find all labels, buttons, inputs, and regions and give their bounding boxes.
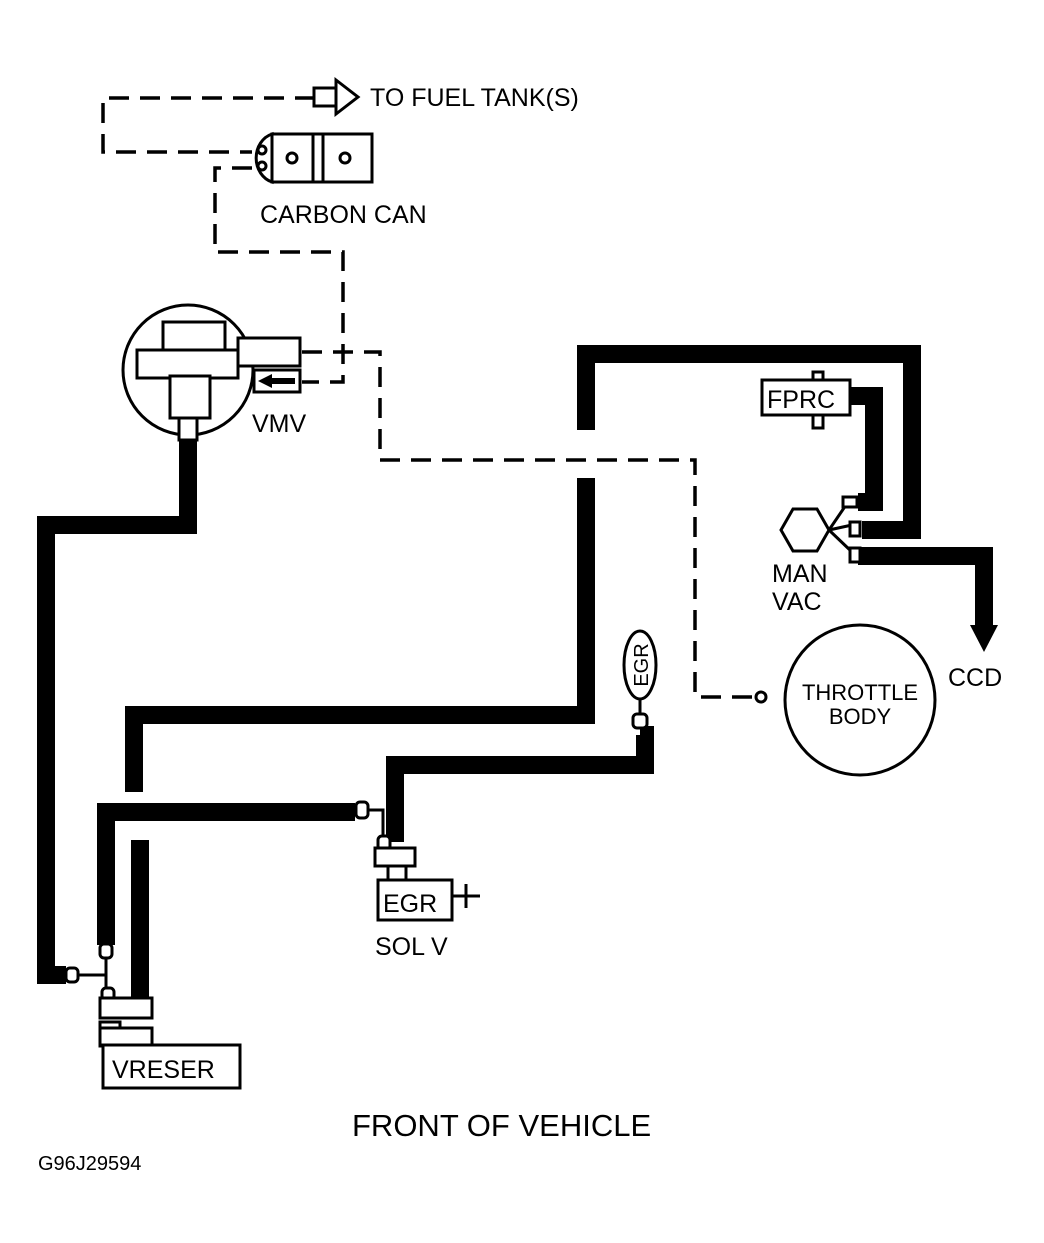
throttle-body — [754, 623, 937, 777]
sol-v-label: SOL V — [375, 933, 448, 961]
vapor-lines — [101, 96, 755, 699]
vacuum-hoses — [37, 345, 998, 1000]
vmv-label: VMV — [252, 410, 307, 438]
man-vac-label-line1: MAN — [772, 560, 828, 588]
throttle-label-line2: BODY — [829, 704, 892, 729]
throttle-label-line1: THROTTLE — [802, 680, 918, 705]
egr-valve-label: EGR — [631, 643, 653, 686]
vreser-label: VRESER — [112, 1056, 215, 1084]
figure-id: G96J29594 — [38, 1153, 141, 1175]
front-of-vehicle-label: FRONT OF VEHICLE — [352, 1108, 651, 1143]
man-vac-label-line2: VAC — [772, 588, 822, 616]
ccd-label: CCD — [948, 664, 1002, 692]
egr-solenoid — [354, 800, 480, 922]
carbon-canister — [254, 131, 374, 185]
ccd-arrow-icon — [970, 625, 998, 652]
fprc-label: FPRC — [767, 386, 835, 414]
fuel-tank-arrow-icon — [312, 76, 361, 118]
fprc-component — [760, 370, 852, 430]
manifold-vacuum — [779, 495, 862, 564]
fuel-tank-label: TO FUEL TANK(S) — [370, 84, 579, 112]
vacuum-reservoir — [64, 942, 242, 1090]
egr-sol-label: EGR — [383, 890, 437, 918]
carbon-can-label: CARBON CAN — [260, 201, 427, 229]
egr-valve — [622, 629, 658, 730]
vmv-valve — [121, 303, 302, 442]
